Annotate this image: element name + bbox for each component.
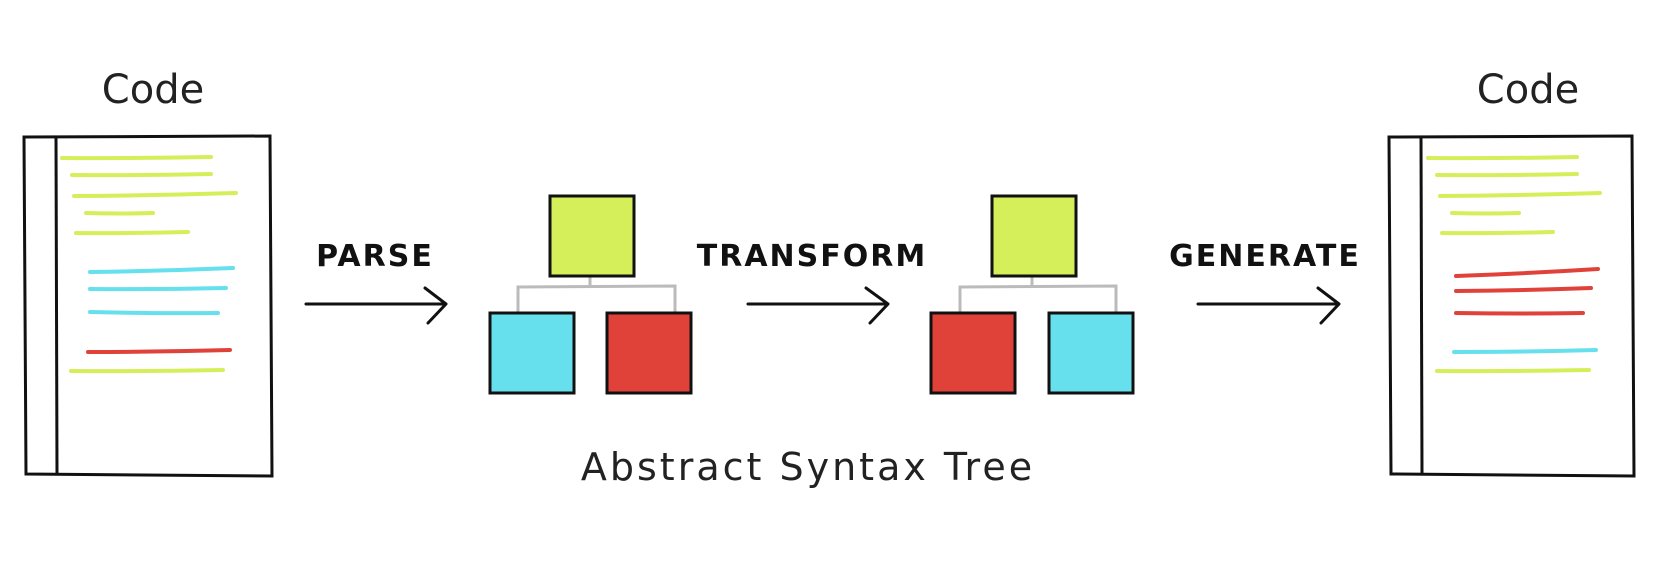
ast-after-right-child-node: [1047, 311, 1135, 395]
generate-label: GENERATE: [1169, 239, 1361, 274]
right-code-line: [1454, 311, 1585, 316]
left-code-lines: [60, 155, 238, 374]
left-document-margin: [54, 136, 59, 475]
ast-before-root-node: [548, 194, 636, 278]
right-code-line: [1438, 191, 1602, 198]
left-code-line: [74, 230, 190, 236]
generate-arrow: [1196, 286, 1341, 325]
right-code-lines: [1426, 155, 1602, 374]
parse-step: PARSE: [304, 239, 448, 325]
left-code-line: [88, 286, 228, 292]
right-code-line: [1454, 267, 1600, 278]
right-document-page: [1387, 134, 1636, 478]
ast-before-left-child-node: [488, 311, 576, 395]
ast-after-connector: [958, 276, 1118, 312]
ast-before-right-child-node: [605, 311, 693, 395]
parse-arrow: [304, 286, 448, 325]
left-code-document: Code: [22, 67, 274, 478]
right-code-line: [1435, 368, 1591, 374]
right-code-document: Code: [1387, 67, 1636, 478]
right-code-line: [1454, 286, 1593, 293]
generate-step: GENERATE: [1169, 239, 1361, 325]
left-code-line: [72, 191, 238, 198]
left-code-line: [60, 155, 213, 161]
ast-after-tree: [929, 194, 1135, 395]
left-code-line: [88, 266, 235, 274]
right-code-line: [1426, 155, 1579, 161]
left-code-title: Code: [102, 67, 204, 113]
right-code-line: [1435, 172, 1579, 178]
left-code-line: [69, 368, 225, 374]
left-document-page: [22, 134, 274, 478]
right-document-margin: [1419, 136, 1424, 475]
transform-arrow: [746, 286, 890, 325]
right-code-line: [1440, 230, 1555, 236]
parse-label: PARSE: [316, 239, 434, 274]
ast-after-root-node: [990, 194, 1078, 278]
left-code-line: [88, 310, 220, 316]
left-code-line: [84, 211, 155, 216]
right-code-line: [1452, 348, 1598, 354]
transform-label: TRANSFORM: [697, 239, 927, 274]
ast-caption: Abstract Syntax Tree: [581, 445, 1035, 489]
ast-before-connector: [516, 276, 677, 312]
right-code-line: [1450, 211, 1521, 216]
left-code-line: [86, 348, 232, 354]
left-code-line: [70, 172, 213, 178]
ast-after-left-child-node: [929, 311, 1017, 395]
ast-before-tree: [488, 194, 693, 395]
transform-step: TRANSFORM: [697, 239, 927, 325]
right-code-title: Code: [1477, 67, 1579, 113]
